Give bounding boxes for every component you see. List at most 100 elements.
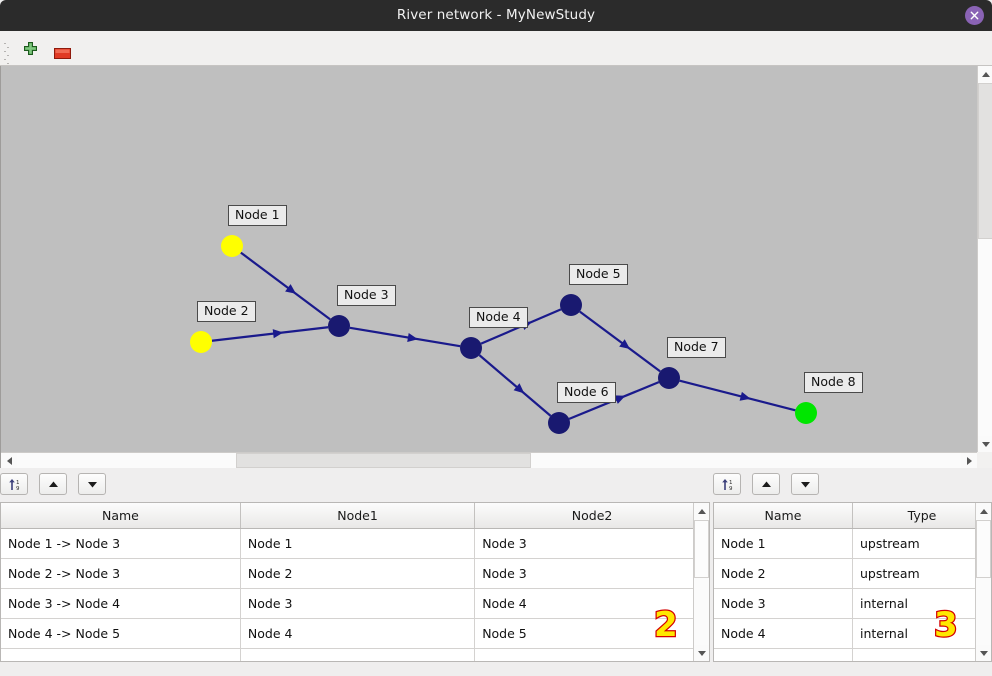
graph-edge[interactable] [240, 251, 331, 321]
table-cell[interactable]: Node 3 [474, 558, 709, 589]
reaches-vertical-scrollbar[interactable] [693, 503, 709, 661]
svg-text:9: 9 [16, 486, 20, 492]
graph-edge-arrowhead [513, 383, 525, 394]
table-cell[interactable] [240, 648, 476, 661]
table-cell[interactable]: internal [852, 618, 991, 649]
graph-scroll-right-button[interactable] [961, 453, 977, 469]
table-cell[interactable] [714, 648, 853, 661]
reaches-scroll-up-button[interactable] [694, 503, 709, 519]
graph-node-node-5[interactable] [560, 294, 582, 316]
table-cell[interactable]: Node 2 [714, 558, 853, 589]
table-cell[interactable]: Node 2 -> Node 3 [1, 558, 241, 589]
delete-node-icon[interactable] [54, 44, 71, 59]
reaches-scroll-thumb[interactable] [694, 520, 709, 578]
reaches-scroll-down-button[interactable] [694, 645, 709, 661]
nodes-move-down-button[interactable] [791, 473, 820, 495]
table-cell[interactable]: upstream [852, 558, 991, 589]
graph-edge[interactable] [579, 310, 661, 373]
reaches-move-down-button[interactable] [78, 473, 107, 495]
table-cell[interactable]: Node 4 [714, 618, 853, 649]
nodes-scroll-up-button[interactable] [976, 503, 991, 519]
toolbar-grip[interactable] [4, 40, 9, 64]
table-cell[interactable]: Node 4 -> Node 5 [1, 618, 241, 649]
reaches-sort-button[interactable]: 1 9 [0, 473, 28, 495]
column-header-name[interactable]: Name [714, 503, 853, 529]
graph-vertical-scrollbar[interactable] [977, 66, 992, 452]
graph-edge[interactable] [679, 379, 796, 412]
graph-node-node-7[interactable] [658, 367, 680, 389]
graph-scroll-left-button[interactable] [1, 453, 17, 469]
graph-edge[interactable] [478, 354, 552, 417]
nodes-sort-button[interactable]: 1 9 [713, 473, 741, 495]
graph-node-label-node-4[interactable]: Node 4 [469, 307, 528, 328]
graph-node-label-node-2[interactable]: Node 2 [197, 301, 256, 322]
table-cell[interactable] [1, 648, 241, 661]
nodes-scroll-thumb[interactable] [976, 520, 991, 578]
graph-node-label-node-1[interactable]: Node 1 [228, 205, 287, 226]
table-cell[interactable]: Node 1 [714, 528, 853, 559]
graph-node-node-3[interactable] [328, 315, 350, 337]
graph-node-node-2[interactable] [190, 331, 212, 353]
graph-node-node-8[interactable] [795, 402, 817, 424]
column-header-name[interactable]: Name [1, 503, 241, 529]
table-cell[interactable]: Node 5 [474, 618, 709, 649]
chevron-up-icon [982, 71, 990, 77]
nodes-scroll-down-button[interactable] [976, 645, 991, 661]
graph-node-label-node-8[interactable]: Node 8 [804, 372, 863, 393]
table-cell[interactable]: Node 4 [240, 618, 476, 649]
nodes-move-up-button[interactable] [752, 473, 781, 495]
table-cell[interactable] [474, 648, 709, 661]
nodes-toolbar: 1 9 [713, 473, 825, 501]
column-header-type[interactable]: Type [852, 503, 991, 529]
close-icon[interactable] [965, 6, 984, 25]
table-cell[interactable]: Node 1 -> Node 3 [1, 528, 241, 559]
graph-node-label-node-5[interactable]: Node 5 [569, 264, 628, 285]
table-cell[interactable]: Node 2 [240, 558, 476, 589]
table-row-empty[interactable] [1, 648, 709, 661]
nodes-vertical-scrollbar[interactable] [975, 503, 991, 661]
graph-edge[interactable] [211, 326, 329, 342]
table-cell[interactable] [852, 648, 991, 661]
graph-node-node-6[interactable] [548, 412, 570, 434]
arrow-up-icon [48, 481, 58, 487]
table-cell[interactable]: Node 3 [240, 588, 476, 619]
graph-node-label-node-6[interactable]: Node 6 [557, 382, 616, 403]
graph-node-label-node-3[interactable]: Node 3 [337, 285, 396, 306]
graph-scroll-down-button[interactable] [978, 436, 992, 452]
network-graph-canvas[interactable]: Node 1 Node 2 Node 3 Node 4 Node 5 Node 6 Node… [1, 66, 977, 452]
graph-scroll-up-button[interactable] [978, 66, 992, 82]
table-cell[interactable]: internal [852, 588, 991, 619]
graph-node-label-node-7[interactable]: Node 7 [667, 337, 726, 358]
column-header-node2[interactable]: Node2 [474, 503, 709, 529]
reaches-move-up-button[interactable] [39, 473, 68, 495]
table-row-empty[interactable] [714, 648, 991, 661]
table-cell[interactable]: Node 4 [474, 588, 709, 619]
graph-edge[interactable] [349, 326, 461, 348]
arrow-up-icon [761, 481, 771, 487]
column-header-node1[interactable]: Node1 [240, 503, 476, 529]
sort-icon: 1 9 [721, 478, 733, 492]
graph-horizontal-scroll-thumb[interactable] [236, 453, 531, 468]
graph-node-node-4[interactable] [460, 337, 482, 359]
graph-vertical-scroll-thumb[interactable] [978, 83, 992, 239]
graph-node-node-1[interactable] [221, 235, 243, 257]
graph-horizontal-scrollbar[interactable] [1, 452, 977, 469]
table-cell[interactable]: Node 3 -> Node 4 [1, 588, 241, 619]
table-cell[interactable]: Node 3 [474, 528, 709, 559]
add-node-icon[interactable] [22, 41, 39, 58]
table-cell[interactable]: Node 3 [714, 588, 853, 619]
table-cell[interactable]: upstream [852, 528, 991, 559]
table-cell[interactable]: Node 1 [240, 528, 476, 559]
